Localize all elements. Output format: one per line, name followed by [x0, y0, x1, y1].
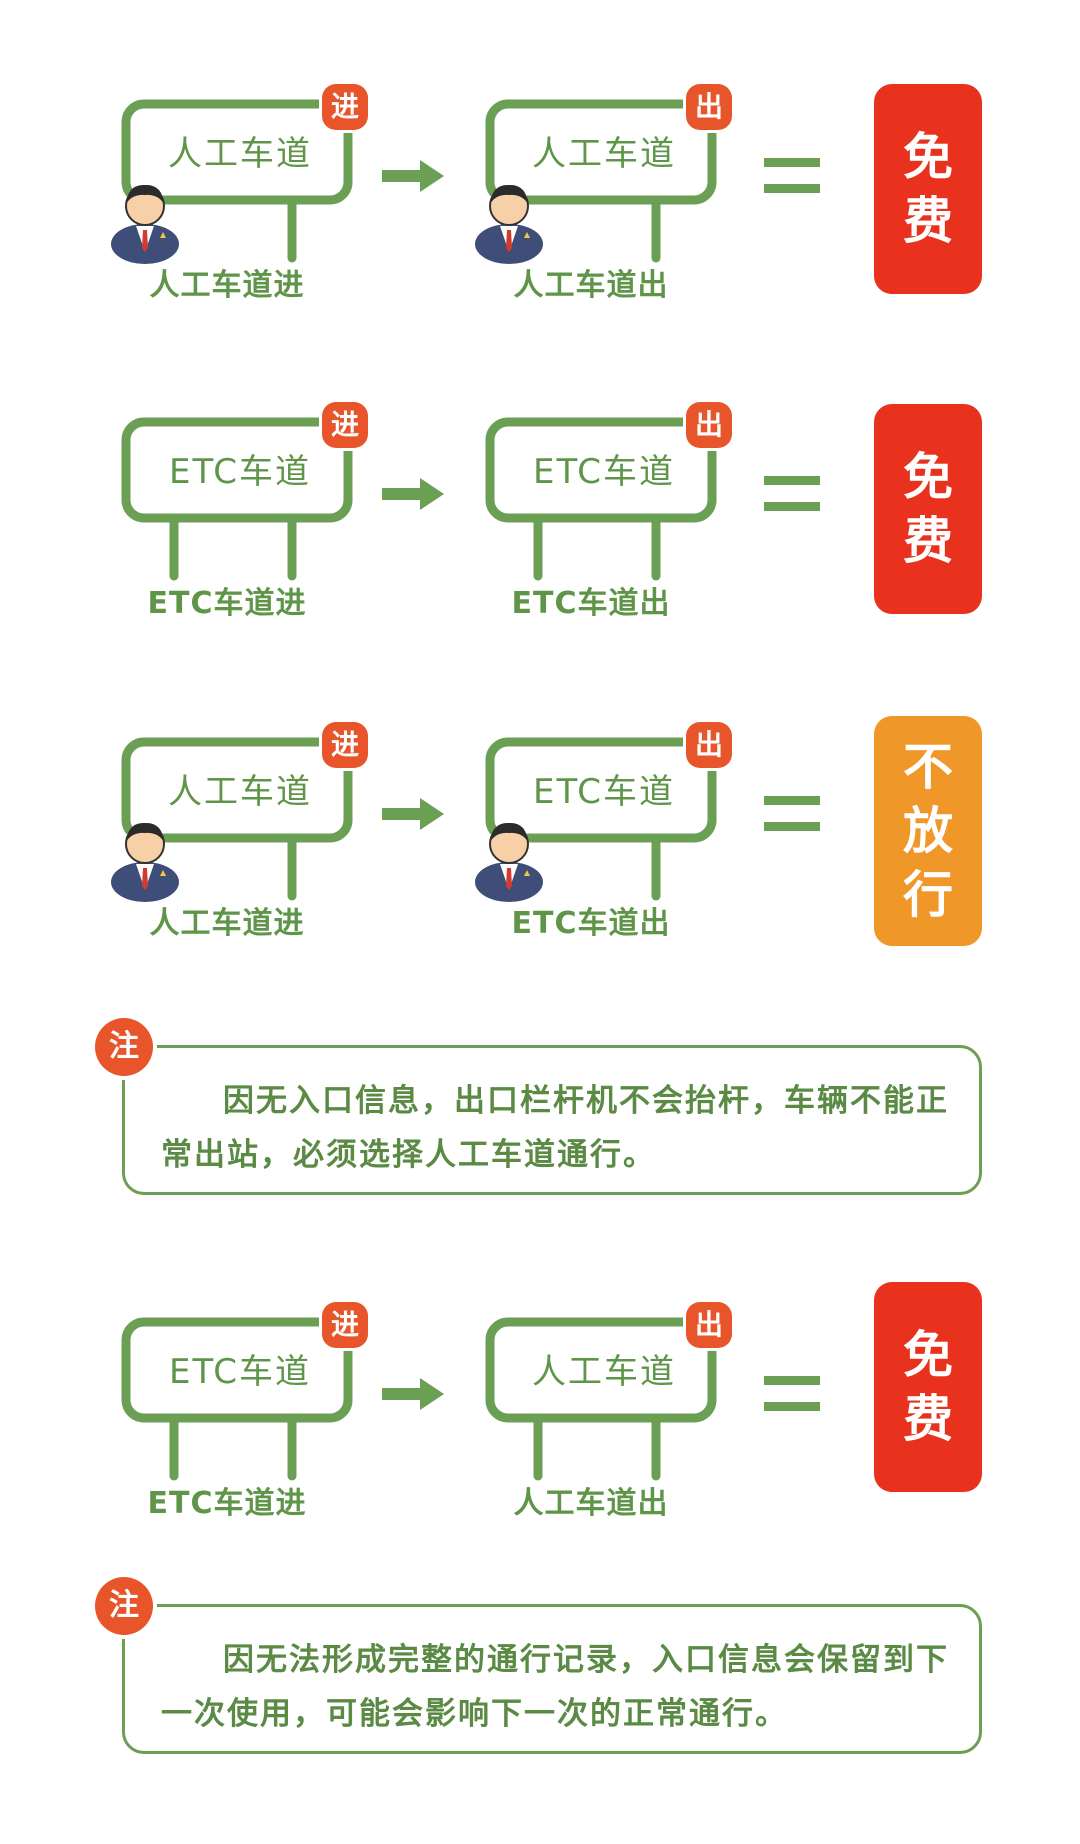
lane-label: 人工车道出 [513, 268, 669, 303]
result-char: 免 [903, 448, 953, 506]
result-char: 不 [903, 738, 953, 796]
lane-label: 人工车道进 [149, 268, 305, 303]
lane-sign-icon [121, 417, 353, 581]
lane-sign-icon [485, 737, 717, 901]
result-badge: 不 放 行 [874, 716, 982, 946]
entry-sign: 人工车道 进 人工车道进 [111, 722, 368, 941]
result-badge: 免 费 [874, 84, 982, 294]
result-char: 费 [903, 192, 953, 250]
result-char: 免 [903, 1326, 953, 1384]
sign-board-text: 人工车道 [168, 134, 312, 174]
note-box: 注 因无入口信息，出口栏杆机不会抬杆，车辆不能正常出站，必须选择人工车道通行。 [95, 1018, 982, 1195]
lane-sign-icon [485, 417, 717, 581]
lane-label: 人工车道进 [149, 906, 305, 941]
equals-icon [764, 158, 820, 193]
lane-sign-icon [121, 737, 353, 901]
note-text: 因无入口信息，出口栏杆机不会抬杆，车辆不能正常出站，必须选择人工车道通行。 [161, 1083, 949, 1173]
sign-board-text: 人工车道 [532, 134, 676, 174]
entry-badge: 进 [322, 84, 368, 130]
lane-label: ETC车道出 [511, 586, 671, 621]
entry-sign: 人工车道 进 人工车道进 [111, 84, 368, 303]
lane-label: ETC车道进 [147, 586, 307, 621]
exit-sign: ETC车道 出 ETC车道出 [475, 722, 732, 941]
entry-sign: ETC车道 进 ETC车道进 [121, 1302, 368, 1521]
right-arrow-icon [382, 1378, 444, 1410]
rule-row-1: 人工车道 进 人工车道进 人工车道 出 [0, 84, 1080, 340]
lane-label: ETC车道进 [147, 1486, 307, 1521]
note-badge: 注 [95, 1577, 153, 1635]
entry-sign: ETC车道 进 ETC车道进 [121, 402, 368, 621]
exit-sign: 人工车道 出 人工车道出 [485, 1302, 732, 1521]
sign-board-text: 人工车道 [532, 1352, 676, 1392]
toll-collector-icon [474, 174, 544, 264]
entry-badge: 进 [322, 722, 368, 768]
equals-icon [764, 476, 820, 511]
lane-label: ETC车道出 [511, 906, 671, 941]
exit-sign: ETC车道 出 ETC车道出 [485, 402, 732, 621]
toll-collector-icon [110, 812, 180, 902]
right-arrow-icon [382, 478, 444, 510]
result-char: 放 [903, 802, 953, 860]
lane-label: 人工车道出 [513, 1486, 669, 1521]
exit-badge: 出 [686, 402, 732, 448]
rule-row-3: 人工车道 进 人工车道进 ETC车道 出 [0, 716, 1080, 978]
entry-badge: 进 [322, 1302, 368, 1348]
exit-badge: 出 [686, 1302, 732, 1348]
right-arrow-icon [382, 160, 444, 192]
toll-collector-icon [110, 174, 180, 264]
lane-sign-icon [485, 99, 717, 263]
result-char: 费 [903, 1390, 953, 1448]
sign-board-text: ETC车道 [533, 772, 675, 812]
sign-board-text: 人工车道 [168, 772, 312, 812]
sign-board-text: ETC车道 [533, 452, 675, 492]
right-arrow-icon [382, 798, 444, 830]
lane-sign-icon [121, 99, 353, 263]
equals-icon [764, 796, 820, 831]
entry-badge: 进 [322, 402, 368, 448]
equals-icon [764, 1376, 820, 1411]
lane-sign-icon [121, 1317, 353, 1481]
exit-badge: 出 [686, 84, 732, 130]
lane-sign-icon [485, 1317, 717, 1481]
exit-badge: 出 [686, 722, 732, 768]
result-char: 行 [903, 866, 953, 924]
exit-sign: 人工车道 出 人工车道出 [475, 84, 732, 303]
result-badge: 免 费 [874, 404, 982, 614]
sign-board-text: ETC车道 [169, 452, 311, 492]
note-badge: 注 [95, 1018, 153, 1076]
note-box: 注 因无法形成完整的通行记录，入口信息会保留到下一次使用，可能会影响下一次的正常… [95, 1577, 982, 1754]
result-char: 免 [903, 128, 953, 186]
sign-board-text: ETC车道 [169, 1352, 311, 1392]
note-text: 因无法形成完整的通行记录，入口信息会保留到下一次使用，可能会影响下一次的正常通行… [161, 1642, 949, 1732]
result-char: 费 [903, 512, 953, 570]
result-badge: 免 费 [874, 1282, 982, 1492]
rule-row-4: ETC车道 进 ETC车道进 人工车道 出 人工车道出 免 费 [0, 1282, 1080, 1558]
toll-collector-icon [474, 812, 544, 902]
rule-row-2: ETC车道 进 ETC车道进 ETC车道 出 ETC车道出 免 费 [0, 402, 1080, 658]
